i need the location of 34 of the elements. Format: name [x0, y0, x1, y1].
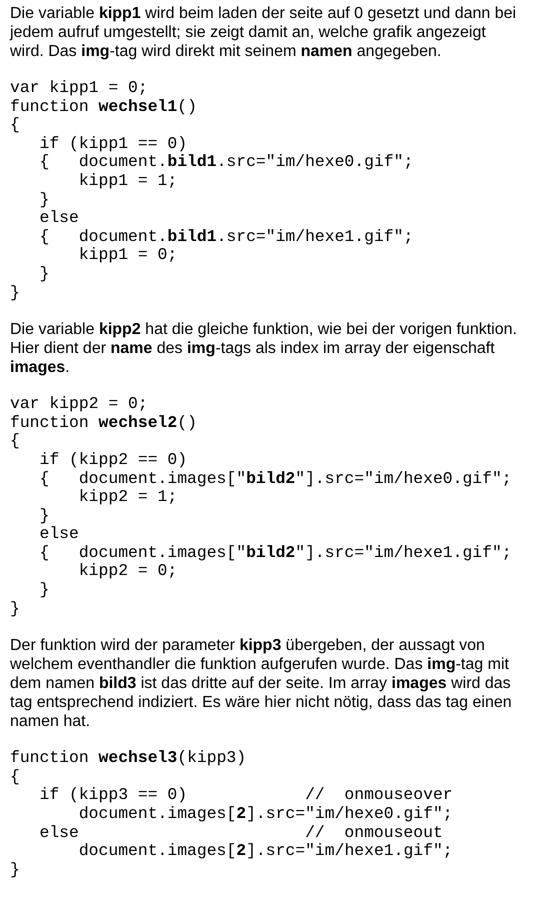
code-line: kipp1 = 0; [78, 246, 178, 265]
code-line: { [10, 432, 20, 451]
code-line: kipp1 = 1; [78, 172, 178, 191]
code-line: document.images[2].src="im/hexe1.gif"; [78, 842, 453, 861]
code-line: kipp2 = 1; [78, 488, 178, 507]
code-line: } [10, 860, 20, 880]
code-line: var kipp2 = 0; [10, 395, 148, 414]
code-line: else [40, 525, 79, 544]
code-line: function wechsel2() [10, 414, 197, 432]
code-line: if (kipp3 == 0) // onmouseover [40, 786, 453, 806]
code-line: if (kipp1 == 0) [40, 134, 188, 154]
paragraph: Die variable kipp2 hat die gleiche funktion, wie bei der vorigen funktion. Hier dient der name des img-tags als index im array der eigenschaft images. [10, 320, 518, 378]
code-line: { document.bild1.src="im/hexe0.gif"; [40, 153, 414, 172]
code-line: { [10, 116, 20, 135]
code-line: function wechsel3(kipp3) [10, 749, 246, 768]
paragraph: Die variable kipp1 wird beim laden der seite auf 0 gesetzt und dann bei jedem aufruf umgestellt; sie zeigt damit an, welche grafik angezeigt wird. Das img-tag wird direkt mit seinem namen angegeben. [10, 4, 518, 61]
code-line: } [10, 600, 20, 618]
code-line: } [40, 264, 50, 284]
code-line: { document.images["bild2"].src="im/hexe0.gif"; [40, 470, 512, 488]
code-line: function wechsel1() [10, 98, 197, 116]
code-line: if (kipp2 == 0) [40, 450, 188, 470]
code-line: kipp2 = 0; [78, 562, 178, 582]
code-line: } [40, 581, 50, 600]
code-line: else // onmouseout [40, 824, 443, 842]
code-line: { document.images["bild2"].src="im/hexe1.gif"; [40, 544, 512, 562]
code-line: } [40, 506, 50, 526]
paragraph: Der funktion wird der parameter kipp3 übergeben, der aussagt von welchem eventhandler die funktion aufgerufen wurde. Das img-tag mit dem namen bild3 ist das dritte auf der seite. Im array images wird das tag entsprechend indiziert. Es wäre hier nicht nötig, dass das tag einen namen hat. [10, 636, 513, 732]
code-line: document.images[2].src="im/hexe0.gif"; [78, 805, 453, 824]
code-line: } [40, 190, 50, 210]
code-line: } [10, 284, 20, 302]
code-line: { [10, 768, 20, 786]
code-line: else [40, 209, 79, 228]
code-line: var kipp1 = 0; [10, 79, 148, 98]
code-line: { document.bild1.src="im/hexe1.gif"; [40, 228, 414, 246]
